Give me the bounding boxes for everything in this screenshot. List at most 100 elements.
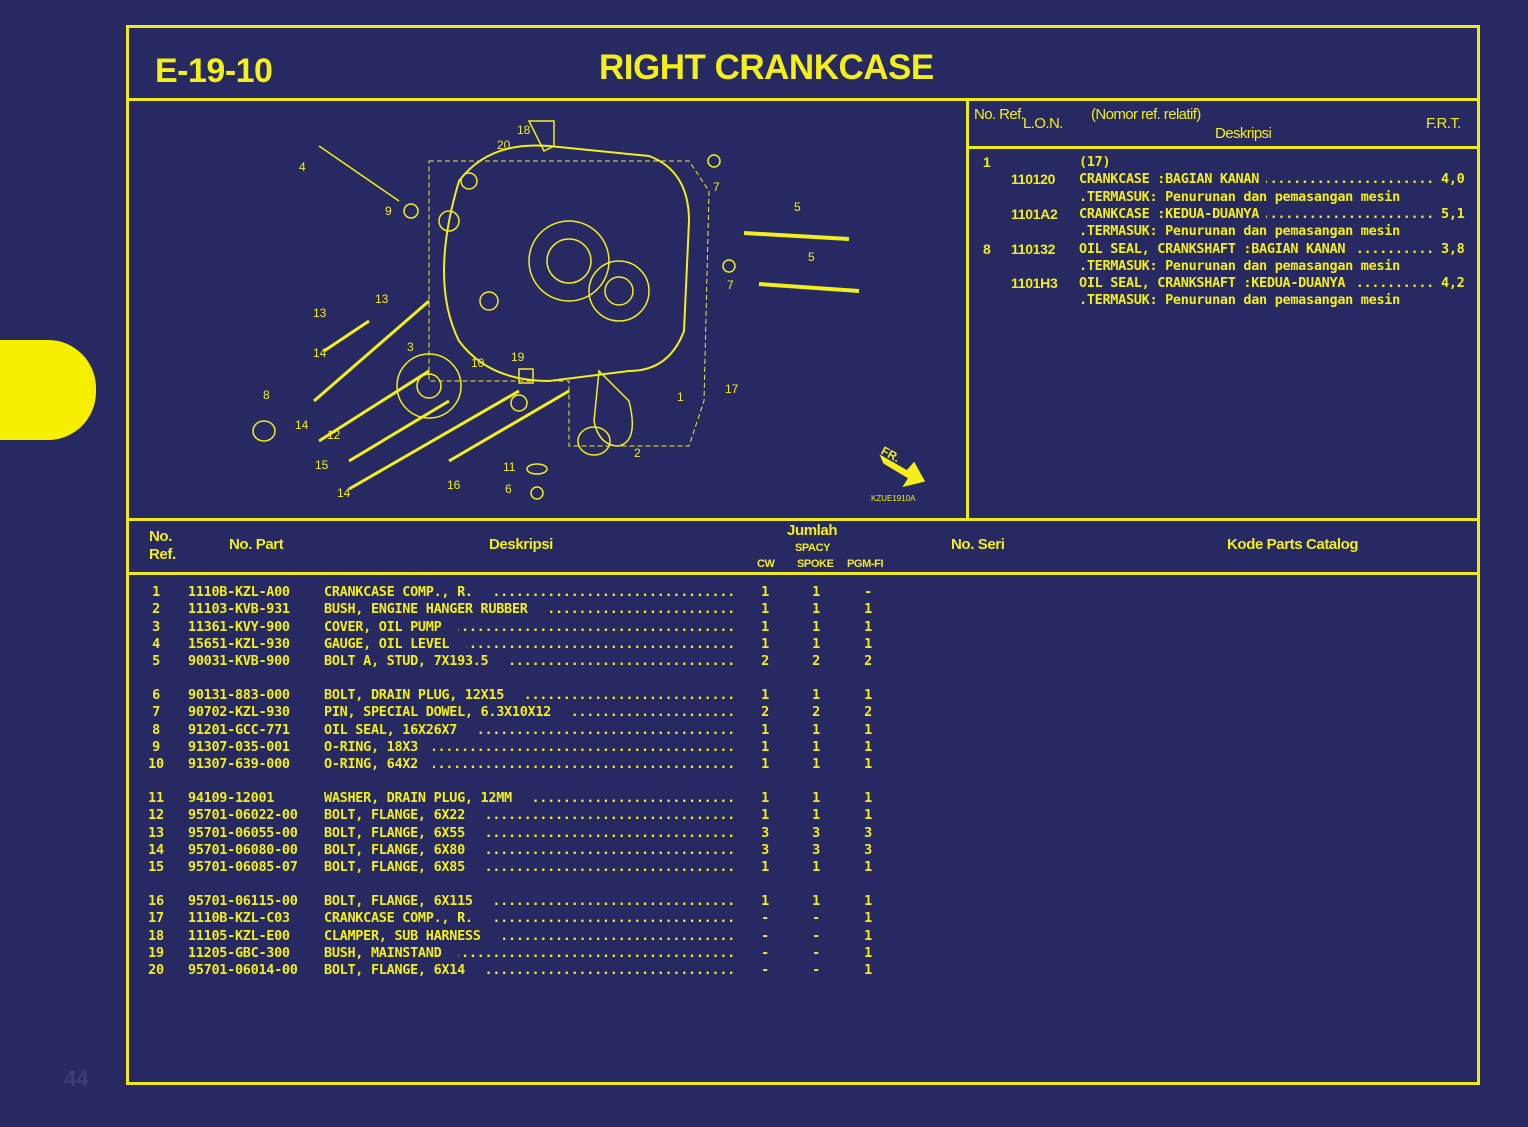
qty-pgmfi: 1: [864, 721, 872, 738]
qty-cw: -: [761, 944, 769, 961]
leader-dots: ........................................…: [433, 756, 735, 773]
callout-9: 9: [385, 204, 392, 218]
leader-dots: ........................................…: [498, 927, 735, 944]
leader-dots: ........................................…: [570, 704, 735, 721]
part-ref: 4: [152, 635, 160, 652]
qty-spoke: 2: [812, 704, 820, 721]
callout-7: 7: [727, 278, 734, 292]
callout-6: 6: [505, 482, 512, 496]
leader-dots: ........................................…: [490, 910, 735, 927]
qty-spoke: 1: [812, 859, 820, 876]
qty-pgmfi: -: [864, 584, 872, 600]
part-description: BOLT, FLANGE, 6X55: [324, 824, 465, 841]
part-description: BOLT, FLANGE, 6X22: [324, 807, 465, 824]
leader-dots: ........................................…: [482, 841, 735, 858]
qty-spoke: 1: [812, 790, 820, 806]
qty-spoke: 3: [812, 824, 820, 841]
qty-cw: 1: [761, 584, 769, 600]
part-description: O-RING, 64X2: [324, 756, 418, 773]
frt-header-desc: Deskripsi: [1215, 125, 1272, 142]
qty-pgmfi: 1: [864, 893, 872, 909]
divider: [966, 98, 969, 520]
leader-dots: ........................................…: [474, 721, 735, 738]
part-ref: 15: [148, 859, 164, 876]
qty-cw: -: [761, 910, 769, 927]
qty-cw: 1: [761, 893, 769, 909]
part-ref: 11: [148, 790, 164, 806]
frt-desc: CRANKCASE :KEDUA-DUANYA: [1079, 205, 1260, 222]
part-ref: 5: [152, 653, 160, 670]
part-description: COVER, OIL PUMP: [324, 618, 442, 635]
qty-pgmfi: 1: [864, 687, 872, 703]
frt-value: 5,1: [1441, 205, 1465, 222]
callout-16: 16: [447, 478, 461, 492]
frt-desc: .TERMASUK: Penurunan dan pemasangan mesi…: [1079, 292, 1400, 309]
part-ref: 10: [148, 756, 164, 773]
part-number: 90031-KVB-900: [188, 653, 290, 670]
qty-cw: 1: [761, 601, 769, 618]
qty-spoke: 3: [812, 841, 820, 858]
callout-20: 20: [497, 138, 511, 152]
callout-14: 14: [313, 346, 327, 360]
part-description: BOLT, FLANGE, 6X80: [324, 841, 465, 858]
part-number: 90131-883-000: [188, 687, 290, 703]
qty-cw: -: [761, 927, 769, 944]
part-description: BUSH, ENGINE HANGER RUBBER: [324, 601, 528, 618]
frt-value: 4,0: [1441, 171, 1465, 188]
qty-cw: 1: [761, 790, 769, 806]
qty-spoke: 1: [812, 721, 820, 738]
parts-header-catalog: Kode Parts Catalog: [1227, 536, 1359, 553]
callout-14: 14: [295, 418, 309, 432]
part-number: 95701-06085-07: [188, 859, 298, 876]
frt-ref: 1: [983, 154, 991, 170]
part-ref: 12: [148, 807, 164, 824]
part-number: 15651-KZL-930: [188, 635, 290, 652]
section-tab[interactable]: [0, 340, 96, 440]
qty-spoke: -: [812, 927, 820, 944]
frt-desc: .TERMASUK: Penurunan dan pemasangan mesi…: [1079, 257, 1400, 274]
divider: [129, 518, 1477, 521]
frt-header-note: (Nomor ref. relatif): [1091, 106, 1201, 123]
qty-cw: 3: [761, 824, 769, 841]
part-ref: 20: [148, 962, 164, 979]
part-ref: 3: [152, 618, 160, 635]
part-description: CRANKCASE COMP., R.: [324, 584, 473, 600]
callout-1: 1: [677, 390, 684, 404]
part-ref: 9: [152, 738, 160, 755]
frt-header-frt: F.R.T.: [1426, 115, 1461, 132]
part-ref: 2: [152, 601, 160, 618]
parts-header-cw: CW: [757, 558, 775, 570]
qty-cw: 2: [761, 704, 769, 721]
leader-dots: ........................................…: [1266, 171, 1434, 188]
part-number: 91201-GCC-771: [188, 721, 290, 738]
qty-pgmfi: 1: [864, 601, 872, 618]
part-description: BUSH, MAINSTAND: [324, 944, 442, 961]
qty-pgmfi: 1: [864, 790, 872, 806]
part-number: 95701-06080-00: [188, 841, 298, 858]
frt-lon: 110120: [1011, 171, 1056, 188]
qty-cw: 1: [761, 721, 769, 738]
part-number: 95701-06014-00: [188, 962, 298, 979]
part-ref: 19: [148, 944, 164, 961]
callout-15: 15: [315, 458, 329, 472]
part-ref: 17: [148, 910, 164, 927]
qty-spoke: -: [812, 944, 820, 961]
callout-5: 5: [794, 200, 801, 214]
leader-dots: ........................................…: [482, 824, 735, 841]
qty-cw: 1: [761, 859, 769, 876]
part-description: O-RING, 18X3: [324, 738, 418, 755]
part-number: 11205-GBC-300: [188, 944, 290, 961]
callout-13: 13: [375, 292, 389, 306]
frt-desc: OIL SEAL, CRANKSHAFT :KEDUA-DUANYA: [1079, 275, 1346, 292]
qty-cw: 1: [761, 687, 769, 703]
part-description: CRANKCASE COMP., R.: [324, 910, 473, 927]
qty-pgmfi: 1: [864, 944, 872, 961]
parts-header-pgmfi: PGM-FI: [847, 558, 884, 570]
part-ref: 7: [152, 704, 160, 721]
qty-spoke: -: [812, 910, 820, 927]
divider: [969, 146, 1477, 149]
frt-header-lon: L.O.N.: [1023, 115, 1063, 132]
parts-header-serial: No. Seri: [951, 536, 1005, 553]
frt-lon: 110132: [1011, 240, 1056, 257]
leader-dots: ........................................…: [458, 944, 736, 961]
